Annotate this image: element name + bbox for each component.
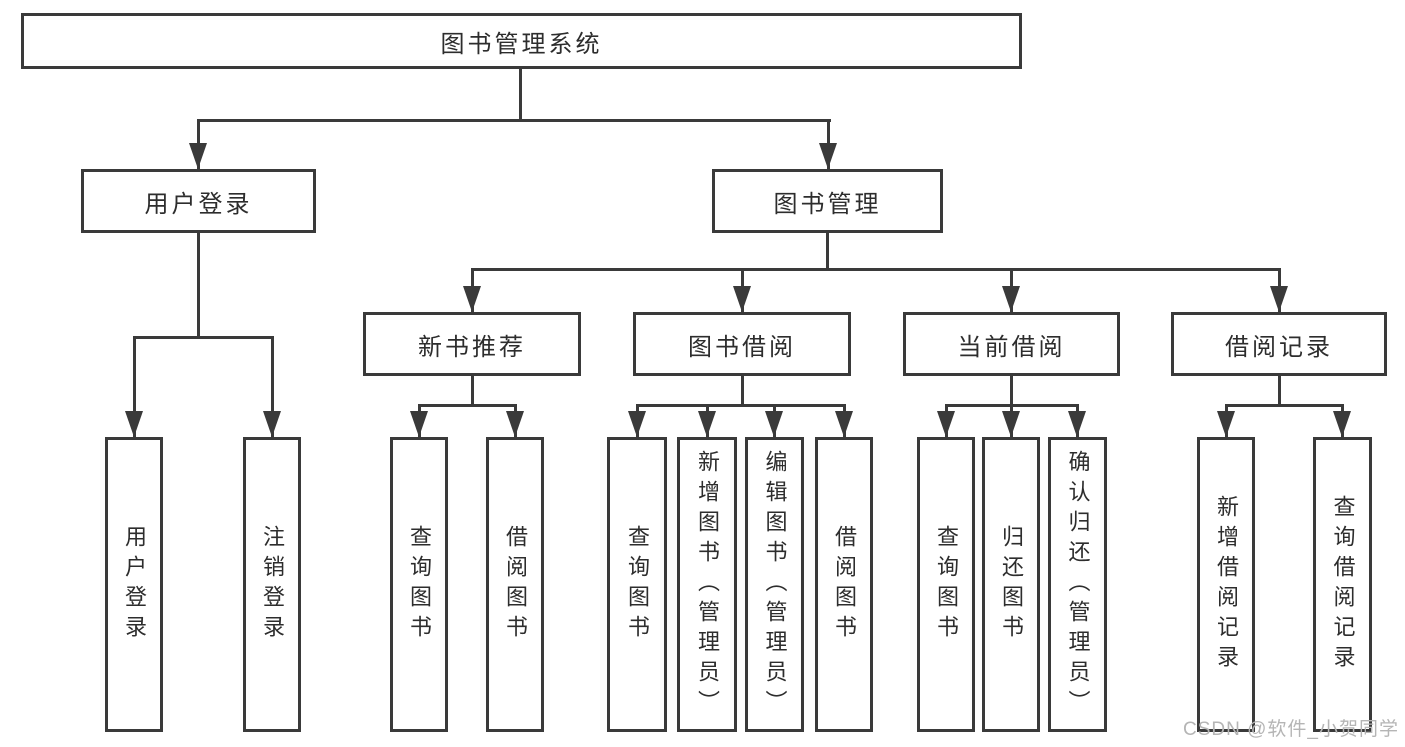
arrowhead-user-login	[189, 143, 207, 169]
node-book-borrow-label: 图书借阅	[688, 333, 796, 361]
arrowhead-logout	[263, 411, 281, 437]
arrowhead-cur-confirm	[1068, 411, 1086, 437]
node-bor-add-book: 新增图书（管理员）	[677, 437, 737, 732]
node-cur-confirm-return: 确认归还（管理员）	[1048, 437, 1107, 732]
connector-book-mgmt-hbar	[471, 268, 1281, 271]
node-login-label: 用户登录	[122, 524, 147, 645]
connector-root-stem	[519, 69, 522, 122]
node-cur-query-book: 查询图书	[917, 437, 975, 732]
node-bor-borrow-book-label: 借阅图书	[832, 524, 857, 645]
node-rec-query-book: 查询图书	[390, 437, 448, 732]
node-cur-query-book-label: 查询图书	[934, 524, 959, 645]
node-book-mgmt-label: 图书管理	[773, 190, 882, 218]
watermark: CSDN @软件_小贺同学	[1183, 719, 1399, 740]
arrowhead-bor-edit	[765, 411, 783, 437]
node-bor-add-book-label: 新增图书（管理员）	[695, 449, 720, 720]
node-rec-query-book-label: 查询图书	[407, 524, 432, 645]
node-user-login: 用户登录	[81, 169, 316, 233]
connector-book-borrow-hbar	[636, 404, 845, 407]
connector-book-mgmt-stem	[826, 233, 829, 270]
connector-book-borrow-stem	[741, 376, 744, 407]
node-root-label: 图书管理系统	[440, 30, 603, 58]
node-logout-label: 注销登录	[260, 524, 285, 645]
arrowhead-rec-borrow	[506, 411, 524, 437]
arrowhead-cur-query	[937, 411, 955, 437]
node-root: 图书管理系统	[21, 13, 1022, 69]
connector-to-login	[133, 336, 136, 437]
arrowhead-borrow-records	[1270, 286, 1288, 312]
node-rec-borrow-book: 借阅图书	[486, 437, 544, 732]
arrowhead-login	[125, 411, 143, 437]
node-current-borrow: 当前借阅	[903, 312, 1120, 376]
node-hist-query-record-label: 查询借阅记录	[1330, 494, 1356, 675]
node-cur-confirm-return-label: 确认归还（管理员）	[1065, 449, 1091, 720]
node-book-borrow: 图书借阅	[633, 312, 851, 376]
node-rec-borrow-book-label: 借阅图书	[503, 524, 528, 645]
node-new-book-rec-label: 新书推荐	[418, 333, 526, 361]
node-borrow-records-label: 借阅记录	[1225, 333, 1333, 361]
node-cur-return-book-label: 归还图书	[999, 524, 1024, 645]
arrowhead-bor-add	[698, 411, 716, 437]
arrowhead-book-mgmt	[819, 143, 837, 169]
connector-new-book-rec-hbar	[418, 404, 517, 407]
node-book-mgmt: 图书管理	[712, 169, 943, 233]
arrowhead-hist-query	[1333, 411, 1351, 437]
connector-user-login-hbar	[133, 336, 274, 339]
node-hist-query-record: 查询借阅记录	[1313, 437, 1372, 732]
arrowhead-new-book-rec	[463, 286, 481, 312]
node-login: 用户登录	[105, 437, 163, 732]
arrowhead-current-borrow	[1002, 286, 1020, 312]
node-bor-edit-book: 编辑图书（管理员）	[745, 437, 804, 732]
connector-user-login-stem	[197, 233, 200, 338]
connector-borrow-records-hbar	[1225, 404, 1344, 407]
node-cur-return-book: 归还图书	[982, 437, 1040, 732]
arrowhead-book-borrow	[733, 286, 751, 312]
node-logout: 注销登录	[243, 437, 301, 732]
connector-to-logout	[271, 336, 274, 437]
node-hist-add-record-label: 新增借阅记录	[1214, 494, 1239, 675]
connector-root-hbar	[197, 119, 831, 122]
arrowhead-hist-add	[1217, 411, 1235, 437]
node-bor-borrow-book: 借阅图书	[815, 437, 873, 732]
arrowhead-bor-query	[628, 411, 646, 437]
connector-borrow-records-stem	[1278, 376, 1281, 407]
node-bor-edit-book-label: 编辑图书（管理员）	[762, 449, 788, 720]
node-bor-query-book-label: 查询图书	[625, 524, 650, 645]
node-borrow-records: 借阅记录	[1171, 312, 1387, 376]
arrowhead-bor-borrow	[835, 411, 853, 437]
node-bor-query-book: 查询图书	[607, 437, 667, 732]
node-current-borrow-label: 当前借阅	[957, 333, 1066, 361]
connector-new-book-rec-stem	[471, 376, 474, 407]
node-hist-add-record: 新增借阅记录	[1197, 437, 1255, 732]
node-new-book-rec: 新书推荐	[363, 312, 581, 376]
node-user-login-label: 用户登录	[144, 190, 253, 218]
arrowhead-cur-return	[1002, 411, 1020, 437]
arrowhead-rec-query	[410, 411, 428, 437]
connector-current-borrow-stem	[1010, 376, 1013, 407]
